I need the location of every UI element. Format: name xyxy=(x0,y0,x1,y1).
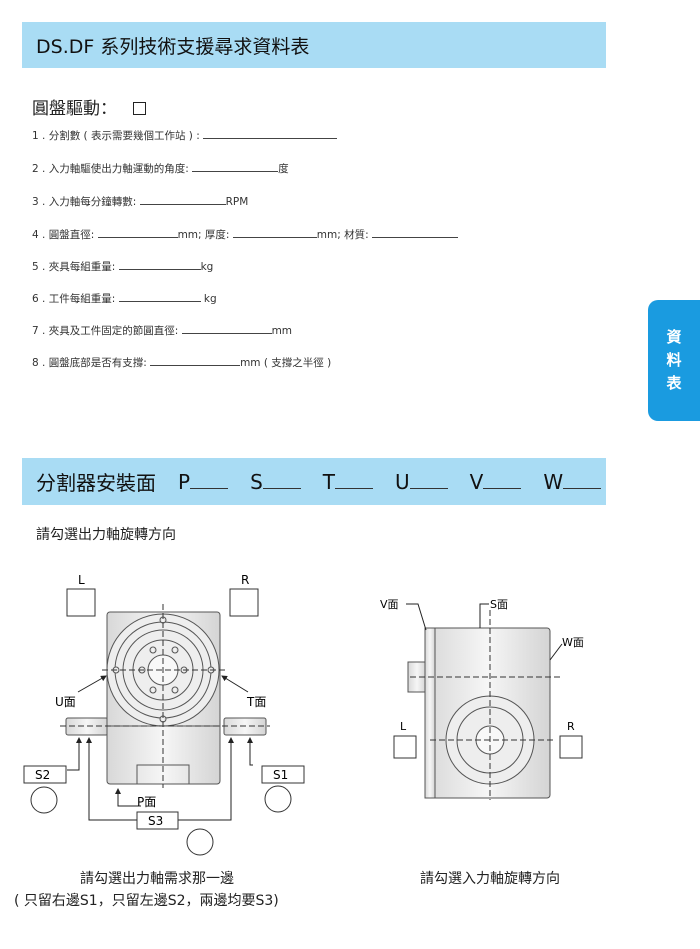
label-s-face: S面 xyxy=(490,598,508,611)
item-label: 8 . 圓盤底部是否有支撐: xyxy=(32,357,147,369)
input-line[interactable] xyxy=(139,194,226,205)
slot-label: P xyxy=(178,469,191,494)
item-label: 6 . 工件每組重量: xyxy=(32,293,116,305)
label-u-face: U面 xyxy=(55,695,76,709)
label-r-input: R xyxy=(567,720,575,733)
input-line[interactable] xyxy=(150,355,241,366)
form-item-2: 2 . 入力軸驅使出力軸運動的角度: 度 xyxy=(32,161,289,176)
slot-t[interactable]: T xyxy=(323,470,373,494)
item-suffix: mm ( 支撐之半徑 ) xyxy=(240,357,332,369)
slot-label: W xyxy=(543,469,564,494)
slot-label: S xyxy=(250,469,263,494)
label-l-input: L xyxy=(400,720,407,733)
radio-s3[interactable] xyxy=(186,828,214,856)
item-suffix: mm xyxy=(271,325,293,337)
checkbox-r[interactable] xyxy=(229,588,259,617)
input-line[interactable] xyxy=(118,291,201,302)
side-tab-char: 料 xyxy=(666,351,682,369)
item-label: 2 . 入力軸驅使出力軸運動的角度: xyxy=(32,163,189,175)
side-tab-char: 表 xyxy=(666,374,682,392)
label-p-face: P面 xyxy=(137,795,156,809)
slot-u[interactable]: U xyxy=(395,470,448,494)
item-label: 4 . 圓盤直徑: xyxy=(32,229,95,241)
form-item-6: 6 . 工件每組重量: kg xyxy=(32,291,217,306)
item-suffix: kg xyxy=(200,293,217,305)
item-label: 7 . 夾具及工件固定的節圓直徑: xyxy=(32,325,179,337)
s1-box xyxy=(261,765,305,784)
label-l: L xyxy=(78,573,85,587)
caption-left-2: ( 只留右邊S1，只留左邊S2，兩邊均要S3) xyxy=(14,893,279,909)
side-tab[interactable]: 資 料 表 xyxy=(648,300,700,421)
form-item-3: 3 . 入力軸每分鐘轉數: RPM xyxy=(32,194,248,209)
slot-v[interactable]: V xyxy=(470,470,522,494)
label-t-face: T面 xyxy=(246,695,266,709)
checkbox-input-r[interactable] xyxy=(559,735,583,759)
form-item-4: 4 . 圓盤直徑: mm; 厚度: mm; 材質: xyxy=(32,227,459,242)
checkbox-input-l[interactable] xyxy=(393,735,417,759)
left-diagram: L R U面 T面 S2 S1 S3 P面 xyxy=(23,573,305,856)
input-line[interactable] xyxy=(181,323,272,334)
label-s3: S3 xyxy=(148,814,163,828)
s3-box xyxy=(136,811,179,830)
s2-box xyxy=(23,765,67,784)
item-suffix: RPM xyxy=(225,196,249,208)
form-item-8: 8 . 圓盤底部是否有支撐: mm ( 支撐之半徑 ) xyxy=(32,355,331,370)
page-title: DS.DF 系列技術支援尋求資料表 xyxy=(36,35,310,58)
item-label: 3 . 入力軸每分鐘轉數: xyxy=(32,196,137,208)
form-item-5: 5 . 夾具每組重量: kg xyxy=(32,259,213,274)
slot-p[interactable]: P xyxy=(178,469,229,494)
item-label: 5 . 夾具每組重量: xyxy=(32,261,116,273)
item-suffix: 度 xyxy=(278,163,289,175)
label-r: R xyxy=(241,573,249,587)
rotation-prompt: 請勾選出力軸旋轉方向 xyxy=(36,527,176,543)
caption-right: 請勾選入力軸旋轉方向 xyxy=(420,871,560,887)
label-s1: S1 xyxy=(273,768,288,782)
radio-s2[interactable] xyxy=(30,786,58,814)
rotary-title: 圓盤驅動： xyxy=(32,94,146,119)
mount-title: 分割器安裝面 xyxy=(36,471,156,495)
right-diagram: V面 S面 W面 L R xyxy=(380,598,584,800)
item-suffix: kg xyxy=(200,261,214,273)
item-suffix: mm; 材質: xyxy=(316,229,369,241)
rotary-title-text: 圓盤驅動： xyxy=(32,99,117,119)
item-label: 1 . 分割數 ( 表示需要幾個工作站 ) : xyxy=(32,130,200,142)
rotary-checkbox[interactable] xyxy=(133,102,146,115)
indexer-body xyxy=(65,611,267,785)
slot-w[interactable]: W xyxy=(543,469,602,494)
form-item-1: 1 . 分割數 ( 表示需要幾個工作站 ) : xyxy=(32,128,338,143)
slot-label: V xyxy=(469,469,484,494)
input-line[interactable] xyxy=(97,227,178,238)
item-suffix: mm; 厚度: xyxy=(177,229,230,241)
indexer-side-body xyxy=(407,627,551,799)
checkbox-l[interactable] xyxy=(66,588,96,617)
label-s2: S2 xyxy=(35,768,50,782)
slot-s[interactable]: S xyxy=(250,470,301,494)
mount-bar: 分割器安裝面 P S T U V W xyxy=(22,458,606,505)
label-v-face: V面 xyxy=(380,598,399,611)
header-bar: DS.DF 系列技術支援尋求資料表 xyxy=(22,22,606,68)
input-line[interactable] xyxy=(118,259,201,270)
input-line[interactable] xyxy=(203,128,338,139)
form-item-7: 7 . 夾具及工件固定的節圓直徑: mm xyxy=(32,323,292,338)
label-w-face: W面 xyxy=(562,636,584,649)
radio-s1[interactable] xyxy=(264,785,292,813)
input-line[interactable] xyxy=(232,227,317,238)
input-line[interactable] xyxy=(372,227,459,238)
side-tab-char: 資 xyxy=(666,328,682,346)
slot-label: U xyxy=(394,469,410,494)
caption-left-1: 請勾選出力軸需求那一邊 xyxy=(80,871,234,887)
input-line[interactable] xyxy=(192,161,279,172)
slot-label: T xyxy=(322,469,335,494)
